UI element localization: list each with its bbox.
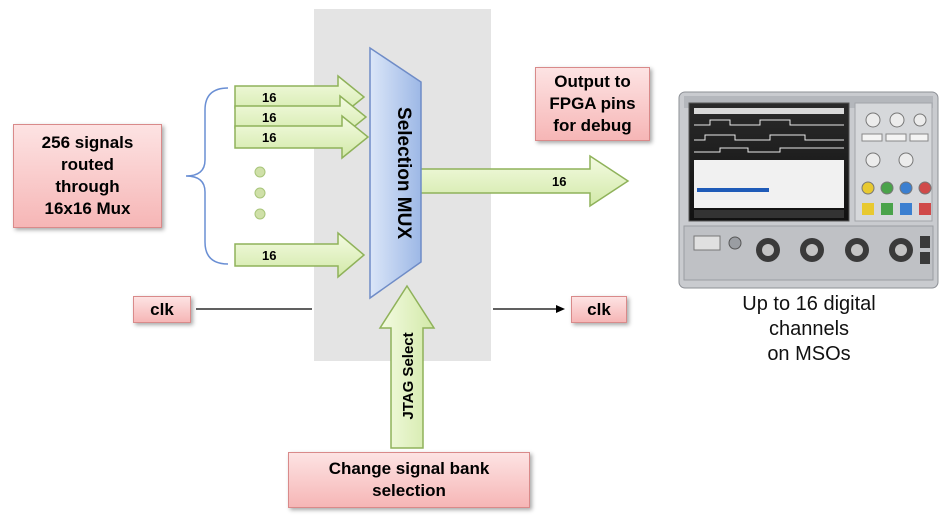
clk-output-box: clk <box>571 296 627 323</box>
scope-caption-line: channels <box>768 318 850 340</box>
input-signals-box: 256 signals routed through 16x16 Mux <box>13 124 162 228</box>
output-fpga-box: Output to FPGA pins for debug <box>535 67 650 141</box>
input-signals-line: through <box>55 177 120 196</box>
clk-input-box: clk <box>133 296 191 323</box>
clk-output-label: clk <box>587 299 611 319</box>
bus-width-label: 16 <box>262 130 276 145</box>
change-signal-bank-line: Change signal bank <box>328 459 490 478</box>
bus-width-label: 16 <box>262 110 276 125</box>
scope-caption: Up to 16 digital channels on MSOs <box>678 292 940 367</box>
input-signals-line: routed <box>61 155 114 174</box>
input-signals-line: 16x16 Mux <box>44 199 131 218</box>
ellipsis-dot <box>254 208 266 220</box>
bus-width-label: 16 <box>262 248 276 263</box>
ellipsis-dot <box>254 187 266 199</box>
clk-input-label: clk <box>150 299 174 319</box>
output-fpga-line: for debug <box>553 116 632 135</box>
input-signals-line: 256 signals <box>41 133 134 152</box>
output-bus-arrow <box>419 154 630 208</box>
scope-caption-line: Up to 16 digital <box>742 293 876 315</box>
jtag-select-arrow <box>378 284 436 449</box>
selection-mux <box>369 46 422 300</box>
input-bus-arrow <box>234 114 370 160</box>
change-signal-bank-line: selection <box>372 481 446 500</box>
ellipsis-dot <box>254 166 266 178</box>
input-bus-arrow <box>234 231 366 279</box>
jtag-select-label: JTAG Select <box>400 332 417 419</box>
oscilloscope-image <box>678 91 939 289</box>
input-brace <box>185 87 229 265</box>
clk-output-arrowhead <box>556 305 565 313</box>
selection-mux-label: Selection MUX <box>393 107 414 239</box>
bus-width-label: 16 <box>262 90 276 105</box>
output-fpga-line: FPGA pins <box>549 94 636 113</box>
output-fpga-line: Output to <box>554 72 631 91</box>
scope-caption-line: on MSOs <box>767 343 851 365</box>
output-bus-label: 16 <box>552 174 566 189</box>
change-signal-bank-box: Change signal bank selection <box>288 452 530 508</box>
